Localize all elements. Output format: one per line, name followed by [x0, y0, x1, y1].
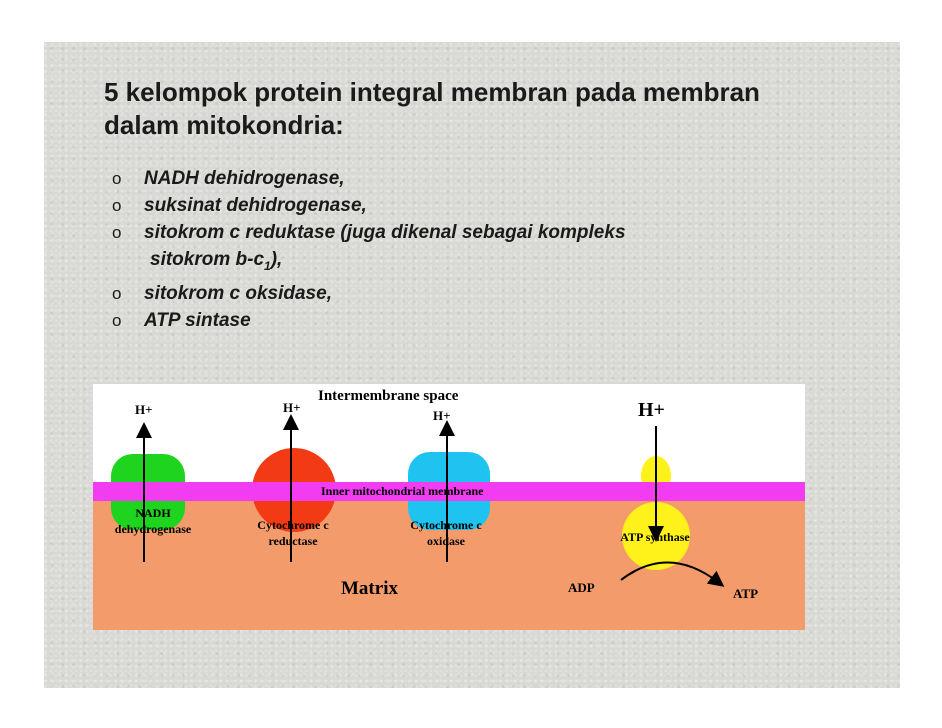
bullet-marker: o: [112, 169, 122, 188]
subscript: 1: [264, 258, 271, 273]
title-line-2: dalam mitokondria:: [104, 110, 344, 140]
slide-title: 5 kelompok protein integral membran pada…: [104, 76, 864, 142]
matrix-label: Matrix: [341, 578, 398, 599]
atp-label: ATP: [733, 586, 758, 601]
list-item-text: ATP sintase: [144, 309, 251, 331]
electron-transport-diagram: Intermembrane space H+ H+ H+ H+ Inner mi…: [93, 384, 805, 632]
list-item: o NADH dehidrogenase,: [112, 165, 872, 192]
reductase-label-line2: reductase: [268, 534, 318, 548]
diagram-svg: Intermembrane space H+ H+ H+ H+ Inner mi…: [93, 384, 805, 630]
cont-end: ),: [270, 249, 283, 270]
adp-to-atp-arrow: [620, 561, 725, 587]
list-item: o ATP sintase: [112, 307, 872, 334]
list-item: o suksinat dehidrogenase,: [112, 192, 872, 219]
list-item-text: suksinat dehidrogenase,: [144, 195, 367, 216]
list-item-continuation: sitokrom b-c1),: [144, 246, 872, 280]
nadh-label-line2: dehydrogenase: [115, 522, 192, 536]
adp-label: ADP: [568, 580, 595, 595]
list-item-text: sitokrom c oksidase,: [144, 282, 332, 304]
inner-membrane: [93, 482, 805, 501]
bullet-marker: o: [112, 283, 122, 303]
cont-text: sitokrom b-c: [150, 249, 265, 270]
proton-label-atp: H+: [638, 399, 665, 421]
bullet-marker: o: [112, 196, 122, 215]
proton-label-1: H+: [135, 402, 153, 417]
atp-synthase-label: ATP synthase: [620, 530, 690, 544]
list-item-text: sitokrom c reduktase (juga dikenal sebag…: [144, 222, 626, 243]
inner-membrane-label: Inner mitochondrial membrane: [321, 484, 484, 498]
reductase-label-line1: Cytochrome c: [257, 518, 329, 532]
intermembrane-space-label: Intermembrane space: [318, 388, 459, 404]
oxidase-label-line1: Cytochrome c: [410, 518, 482, 532]
proton-label-3: H+: [433, 408, 451, 423]
title-line-1: 5 kelompok protein integral membran pada…: [104, 77, 760, 107]
list-item: o sitokrom c reduktase (juga dikenal seb…: [112, 219, 872, 280]
nadh-label-line1: NADH: [135, 506, 171, 520]
proton-label-2: H+: [283, 400, 301, 415]
bullet-marker: o: [112, 223, 122, 242]
list-item-text: NADH dehidrogenase,: [144, 168, 345, 189]
oxidase-label-line2: oxidase: [427, 534, 466, 548]
protein-list: o NADH dehidrogenase, o suksinat dehidro…: [112, 165, 872, 334]
list-item: o sitokrom c oksidase,: [112, 280, 872, 307]
bullet-marker: o: [112, 310, 122, 330]
